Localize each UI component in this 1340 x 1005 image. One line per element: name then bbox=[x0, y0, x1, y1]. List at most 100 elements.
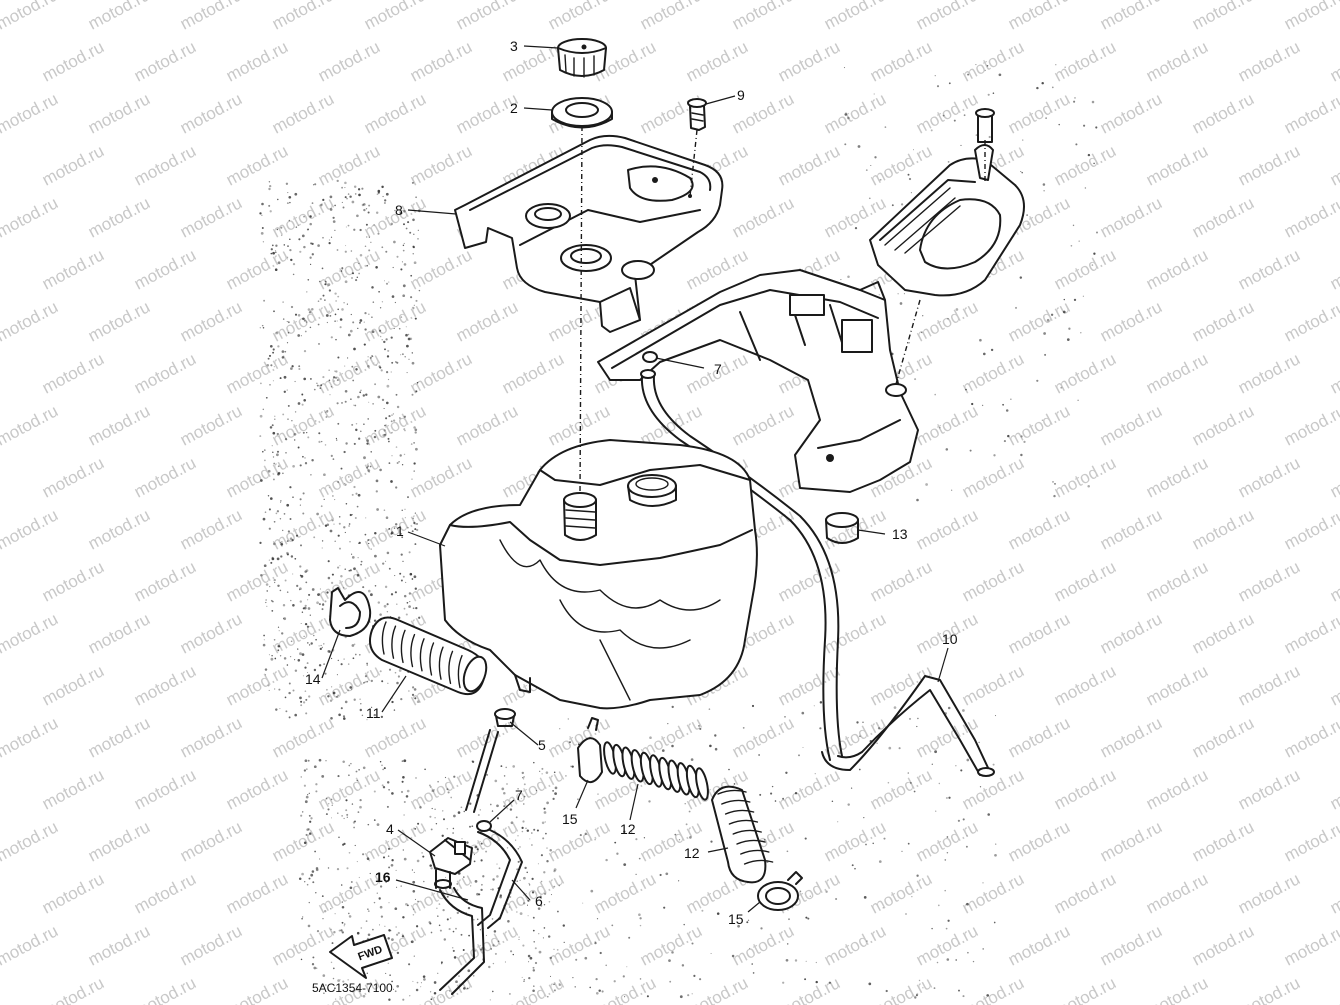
speckle-dot bbox=[327, 560, 330, 563]
speckle-dot bbox=[453, 814, 456, 818]
speckle-dot bbox=[441, 962, 443, 965]
speckle-dot bbox=[363, 423, 365, 426]
speckle-dot bbox=[351, 803, 354, 805]
watermark-text: motod.ru bbox=[1235, 37, 1303, 85]
speckle-dot bbox=[259, 327, 261, 329]
speckle-dot bbox=[337, 979, 340, 982]
speckle-dot bbox=[283, 617, 285, 619]
watermark-text: motod.ru bbox=[223, 557, 291, 605]
speckle-dot bbox=[349, 329, 353, 333]
speckle-dot bbox=[398, 460, 400, 463]
speckle-dot bbox=[358, 272, 360, 275]
speckle-dot bbox=[272, 542, 276, 546]
speckle-dot bbox=[415, 196, 417, 199]
damper-part bbox=[825, 512, 859, 544]
speckle-dot bbox=[377, 601, 381, 604]
speckle-dot bbox=[312, 881, 315, 884]
speckle-dot bbox=[312, 184, 315, 186]
speckle-dot bbox=[323, 643, 325, 645]
speckle-dot bbox=[302, 455, 304, 458]
speckle-dot bbox=[382, 768, 384, 771]
speckle-dot bbox=[370, 241, 372, 243]
speckle-dot bbox=[321, 267, 324, 270]
watermark-text: motod.ru bbox=[85, 713, 153, 761]
speckle-dot bbox=[369, 356, 372, 359]
speckle-dot bbox=[286, 540, 289, 543]
speckle-dot bbox=[649, 736, 652, 739]
speckle-dot bbox=[519, 912, 523, 915]
speckle-dot bbox=[804, 837, 807, 840]
watermark-text: motod.ru bbox=[0, 505, 61, 553]
callout-14: 14 bbox=[305, 671, 321, 687]
speckle-dot bbox=[381, 246, 384, 249]
boot-rib bbox=[724, 809, 755, 815]
speckle-dot bbox=[333, 380, 335, 382]
speckle-dot bbox=[386, 603, 389, 606]
speckle-dot bbox=[490, 948, 492, 950]
watermark-text: motod.ru bbox=[959, 349, 1027, 397]
speckle-dot bbox=[272, 251, 275, 255]
speckle-dot bbox=[553, 771, 556, 774]
speckle-dot bbox=[341, 931, 344, 934]
speckle-dot bbox=[264, 459, 266, 462]
watermark-text: motod.ru bbox=[499, 349, 567, 397]
watermark-text: motod.ru bbox=[0, 401, 61, 449]
speckle-dot bbox=[456, 911, 459, 915]
speckle-dot bbox=[418, 616, 421, 619]
watermark-text: motod.ru bbox=[1235, 869, 1303, 917]
speckle-dot bbox=[638, 857, 641, 860]
speckle-dot bbox=[480, 842, 483, 845]
speckle-dot bbox=[405, 613, 408, 616]
speckle-dot bbox=[944, 889, 946, 892]
speckle-dot bbox=[908, 177, 912, 181]
speckle-dot bbox=[365, 517, 367, 519]
speckle-dot bbox=[556, 949, 559, 951]
speckle-dot bbox=[596, 918, 599, 920]
speckle-dot bbox=[957, 819, 960, 822]
speckle-dot bbox=[356, 276, 359, 279]
speckle-dot bbox=[289, 201, 291, 204]
speckle-dot bbox=[367, 418, 369, 420]
speckle-dot bbox=[421, 852, 423, 854]
scan-speckle bbox=[259, 64, 1098, 1001]
speckle-dot bbox=[367, 364, 370, 368]
speckle-dot bbox=[408, 551, 411, 554]
speckle-dot bbox=[401, 780, 404, 783]
speckle-dot bbox=[304, 604, 307, 607]
speckle-dot bbox=[1002, 403, 1005, 406]
speckle-dot bbox=[285, 182, 289, 185]
speckle-dot bbox=[308, 593, 311, 596]
speckle-dot bbox=[263, 564, 267, 568]
watermark-text: motod.ru bbox=[1281, 817, 1340, 865]
speckle-dot bbox=[501, 787, 505, 791]
speckle-dot bbox=[363, 456, 366, 460]
watermark-text: motod.ru bbox=[223, 37, 291, 85]
speckle-dot bbox=[870, 164, 872, 167]
watermark-text: motod.ru bbox=[821, 609, 889, 657]
speckle-dot bbox=[337, 566, 340, 569]
speckle-dot bbox=[430, 867, 433, 870]
speckle-dot bbox=[327, 410, 329, 412]
speckle-dot bbox=[382, 786, 386, 789]
speckle-dot bbox=[275, 331, 279, 335]
speckle-dot bbox=[499, 894, 502, 897]
speckle-dot bbox=[368, 589, 371, 593]
speckle-dot bbox=[332, 376, 336, 379]
speckle-dot bbox=[687, 994, 690, 997]
speckle-dot bbox=[262, 241, 265, 243]
speckle-dot bbox=[403, 428, 406, 431]
speckle-dot bbox=[341, 201, 343, 203]
speckle-dot bbox=[299, 464, 302, 467]
speckle-dot bbox=[413, 442, 415, 444]
speckle-dot bbox=[523, 980, 525, 982]
speckle-dot bbox=[966, 758, 970, 762]
watermark-text: motod.ru bbox=[269, 505, 337, 553]
speckle-dot bbox=[409, 572, 413, 576]
speckle-dot bbox=[345, 799, 348, 802]
speckle-dot bbox=[463, 810, 466, 813]
speckle-dot bbox=[350, 881, 353, 883]
speckle-dot bbox=[521, 771, 524, 775]
watermark-text: motod.ru bbox=[1189, 817, 1257, 865]
speckle-dot bbox=[355, 492, 358, 495]
watermark-text: motod.ru bbox=[775, 557, 843, 605]
